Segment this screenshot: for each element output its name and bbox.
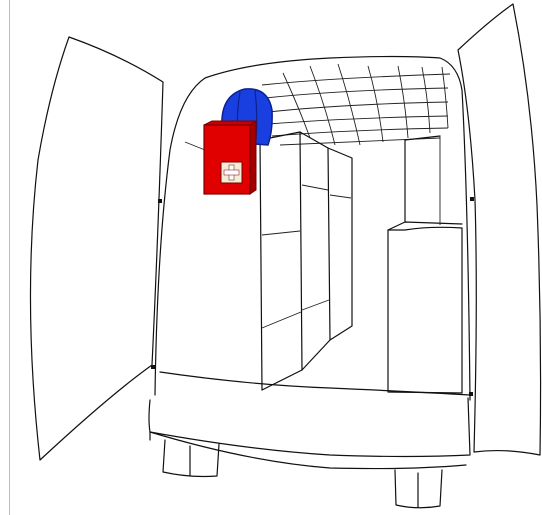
right-cabinet-unit bbox=[387, 135, 463, 394]
left-shelving-unit bbox=[259, 131, 353, 391]
rear-bumper bbox=[148, 397, 471, 470]
door-hinge-lower bbox=[151, 365, 155, 369]
rear-right-wheel bbox=[394, 469, 443, 509]
door-hinge-lower-right bbox=[469, 392, 473, 396]
roof-rack-grid bbox=[261, 63, 451, 146]
first-aid-kit-icon bbox=[203, 120, 258, 195]
right-rear-door bbox=[457, 3, 542, 456]
door-hinge-upper-right bbox=[470, 197, 474, 201]
door-hinge-upper bbox=[158, 199, 162, 203]
rear-left-wheel bbox=[162, 439, 220, 478]
interior-side-wall bbox=[184, 141, 206, 151]
left-rear-door bbox=[29, 36, 164, 461]
medical-cross-icon bbox=[220, 161, 243, 184]
